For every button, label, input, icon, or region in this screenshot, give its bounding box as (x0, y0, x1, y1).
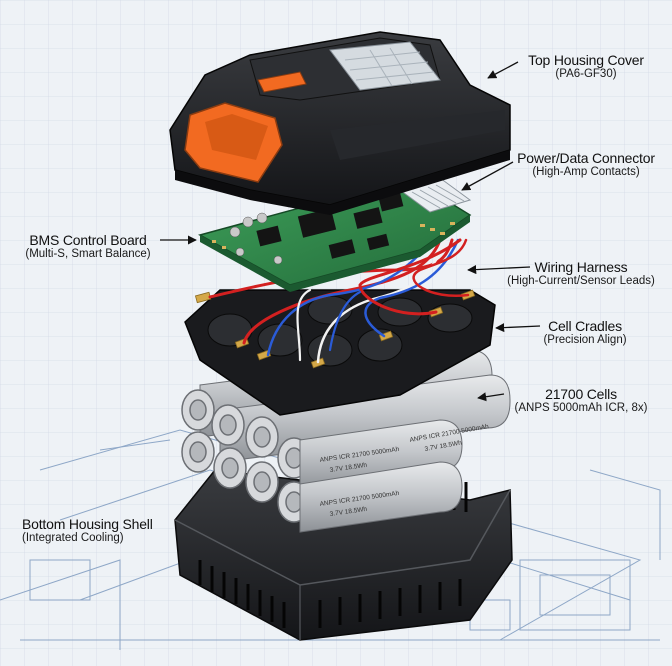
label-connector-sub: (High-Amp Contacts) (532, 166, 640, 179)
label-harness-title: Wiring Harness (534, 259, 628, 275)
label-top-housing: Top Housing Cover (PA6-GF30) (522, 52, 650, 81)
label-connector-title: Power/Data Connector (517, 150, 655, 166)
label-cells-title: 21700 Cells (545, 386, 617, 402)
wiring-harness (208, 238, 470, 364)
label-top-housing-sub: (PA6-GF30) (555, 68, 617, 81)
label-cradles-sub: (Precision Align) (543, 334, 627, 347)
leader-top-housing (487, 61, 519, 79)
top-housing-cover (169, 31, 511, 215)
label-cradles-title: Cell Cradles (548, 318, 622, 334)
label-bottom-title: Bottom Housing Shell (22, 516, 153, 532)
leader-cradles (495, 323, 541, 333)
blueprint-drawing (0, 429, 661, 650)
label-bms-title: BMS Control Board (29, 232, 147, 248)
label-bottom: Bottom Housing Shell (Integrated Cooling… (22, 516, 172, 545)
leader-connector (461, 161, 514, 191)
label-top-housing-title: Top Housing Cover (528, 52, 644, 68)
leader-cells (477, 392, 505, 402)
label-bms: BMS Control Board (Multi-S, Smart Balanc… (18, 232, 158, 261)
cell-body-front-2 (299, 461, 463, 533)
label-connector: Power/Data Connector (High-Amp Contacts) (506, 150, 666, 179)
label-bms-sub: (Multi-S, Smart Balance) (25, 248, 151, 261)
label-harness-sub: (High-Current/Sensor Leads) (507, 275, 655, 288)
label-harness: Wiring Harness (High-Current/Sensor Lead… (496, 259, 666, 288)
leader-harness (467, 265, 531, 275)
label-cradles: Cell Cradles (Precision Align) (530, 318, 640, 347)
label-bottom-sub: (Integrated Cooling) (22, 532, 124, 545)
leader-lines (160, 61, 541, 402)
bms-control-board (198, 177, 472, 292)
label-cells-sub: (ANPS 5000mAh ICR, 8x) (514, 402, 648, 415)
label-cells: 21700 Cells (ANPS 5000mAh ICR, 8x) (506, 386, 656, 415)
